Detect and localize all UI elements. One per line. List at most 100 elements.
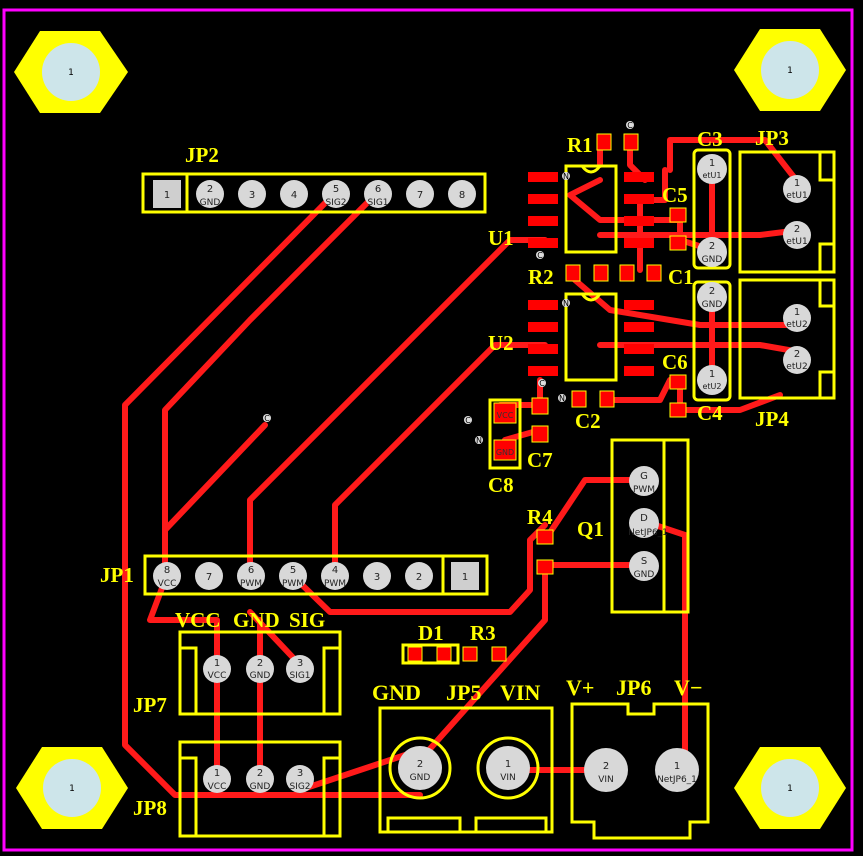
mount-hole-br: 1 [734,747,846,829]
svg-text:2: 2 [257,658,263,669]
label-r1: R1 [567,133,593,157]
svg-text:etU1: etU1 [786,191,807,201]
svg-text:C: C [264,414,270,423]
svg-text:GND: GND [410,773,431,783]
label-jp3: JP3 [755,126,789,150]
svg-text:1: 1 [787,784,793,794]
pad [448,180,476,208]
label-u2: U2 [488,331,514,355]
capacitor-c2 [571,390,615,408]
pin-net: PWM [282,579,304,589]
pin-net: PWM [240,579,262,589]
label-c4: C4 [697,401,723,425]
label-jp5: JP5 [446,680,481,705]
svg-text:SIG1: SIG1 [289,671,310,681]
svg-text:2: 2 [794,224,800,235]
svg-text:VCC: VCC [208,782,227,792]
label-c6: C6 [662,350,688,374]
pin-net: VCC [158,579,177,589]
svg-text:N: N [559,394,565,403]
pad [279,562,307,590]
diode-d1 [401,643,460,665]
connector-jp4: 1 etU2 2 etU2 [738,278,836,400]
label-q1: Q1 [577,517,604,541]
svg-text:1: 1 [709,369,715,380]
pin-net: GND [200,198,221,208]
silk-vin-jp5: VIN [500,680,540,705]
pin-number: 3 [249,190,255,201]
svg-text:1: 1 [505,759,511,770]
capacitor-c4: 2 GND 1 etU2 [692,280,732,402]
label-c2: C2 [575,409,601,433]
svg-text:VCC: VCC [497,411,514,420]
resistor-r2 [565,264,609,282]
pad [196,180,224,208]
svg-text:N: N [563,299,569,308]
pin-number: 7 [417,190,423,201]
transistor-q1: G PWM D NetJP6_1 S GND [610,438,690,614]
pad [195,562,223,590]
svg-text:VCC: VCC [208,671,227,681]
svg-text:2: 2 [603,761,609,772]
pad [363,562,391,590]
svg-text:1: 1 [69,784,75,794]
svg-text:3: 3 [297,658,303,669]
svg-text:N: N [476,436,482,445]
svg-text:GND: GND [250,782,271,792]
label-jp8: JP8 [133,796,167,820]
pin-number: 5 [333,184,339,195]
resistor-r1 [596,133,639,151]
label-u1: U1 [488,226,514,250]
pad [321,562,349,590]
label-c5: C5 [662,183,688,207]
pin-net: PWM [324,579,346,589]
capacitor-c5 [669,207,687,251]
resistor-r4 [536,529,554,575]
label-c8: C8 [488,473,514,497]
mount-hole-bl: 1 [16,747,128,829]
pin-number: 4 [332,565,338,576]
svg-text:G: G [640,471,648,482]
pin-number: 8 [459,190,465,201]
svg-text:1: 1 [462,572,468,583]
svg-text:C: C [465,416,471,425]
svg-text:GND: GND [250,671,271,681]
label-r2: R2 [528,265,554,289]
svg-text:1: 1 [794,178,800,189]
svg-text:1: 1 [709,158,715,169]
pad [364,180,392,208]
label-c7: C7 [527,448,553,472]
svg-text:N: N [563,172,569,181]
svg-text:GND: GND [702,255,723,265]
silk-vminus: V− [674,675,702,700]
svg-text:VIN: VIN [598,775,614,785]
svg-text:1: 1 [787,66,793,76]
svg-text:1: 1 [674,761,680,772]
svg-text:2: 2 [417,759,423,770]
svg-text:etU1: etU1 [786,237,807,247]
silk-gnd-jp5: GND [372,680,421,705]
svg-text:C: C [537,251,543,260]
pad [238,180,266,208]
svg-text:etU2: etU2 [786,362,807,372]
svg-text:C: C [539,379,545,388]
svg-text:2: 2 [709,286,715,297]
capacitor-c6 [669,374,687,418]
connector-jp7: 1 VCC 2 GND 3 SIG1 [178,630,342,716]
svg-text:1: 1 [214,658,220,669]
svg-text:NetJP6_1: NetJP6_1 [657,775,697,785]
label-c3: C3 [697,127,723,151]
mount-hole-tr: 1 [734,29,846,111]
silk-sig: SIG [289,608,325,632]
svg-text:etU2: etU2 [702,382,721,391]
svg-text:2: 2 [794,349,800,360]
ic-u1 [528,164,654,254]
board-edge [2,8,854,852]
svg-text:1: 1 [68,68,74,78]
svg-text:VIN: VIN [500,773,516,783]
resistor-r3 [462,646,507,662]
pin-number: 7 [206,572,212,583]
